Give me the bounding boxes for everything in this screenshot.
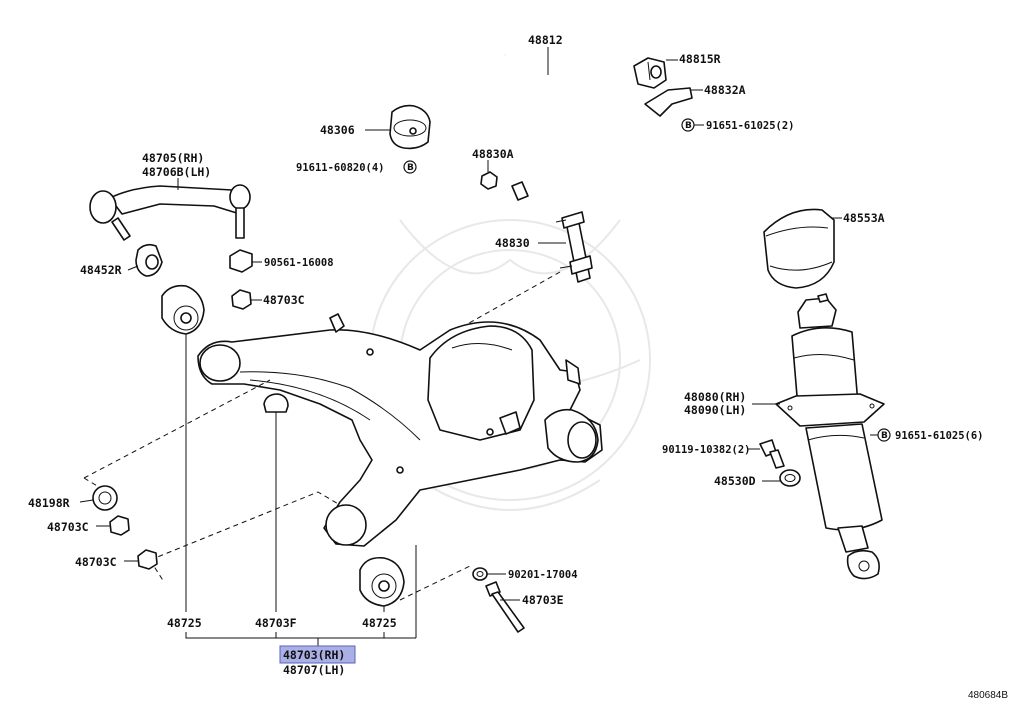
nut-48830a[interactable] [480, 171, 498, 190]
bolt-badge-b-3: B [877, 428, 891, 442]
stabilizer-bracket-48832a[interactable] [644, 87, 693, 117]
callout-48553a: 48553A [843, 211, 885, 225]
bushing-48725-left[interactable] [161, 284, 205, 335]
suspension-member-48703[interactable] [197, 313, 603, 547]
callout-48703c-mid: 48703C [47, 520, 89, 534]
cushion-48530d[interactable] [779, 469, 801, 487]
svg-text:B: B [685, 121, 692, 131]
callout-48830: 48830 [495, 236, 530, 250]
callout-48830a: 48830A [472, 147, 514, 161]
callout-48703c-low: 48703C [75, 555, 117, 569]
bellows-48553a[interactable] [763, 208, 835, 289]
dash-guide-1 [83, 379, 271, 479]
callout-48832a: 48832A [704, 83, 746, 97]
svg-text:B: B [881, 431, 888, 441]
bolt-90119-10382[interactable] [759, 439, 785, 469]
leader-48452r [127, 265, 139, 271]
stabilizer-bushing-48815r[interactable] [633, 57, 667, 89]
bolt-badge-b-2: B [403, 160, 417, 174]
nut-48703c-low[interactable] [137, 549, 158, 570]
bushing-48452r[interactable] [135, 243, 163, 277]
callout-48705-rh: 48705(RH) [142, 151, 204, 165]
callout-48703-rh[interactable]: 48703(RH) [283, 648, 345, 662]
leader-48198r [79, 499, 94, 503]
callout-48707-lh: 48707(LH) [283, 663, 345, 677]
highlight-48703[interactable] [279, 645, 356, 664]
callout-48725-left: 48725 [167, 616, 202, 630]
bushing-48725-right[interactable] [359, 556, 405, 607]
stabilizer-link-48830[interactable] [555, 211, 593, 283]
nut-48703c-mid[interactable] [109, 515, 130, 536]
shock-absorber-48080[interactable] [775, 293, 885, 580]
nut-90561-16008[interactable] [229, 249, 253, 273]
bracket-line [185, 632, 416, 639]
diagram-reference-code: 480684B [968, 690, 1008, 701]
callout-48706b-lh: 48706B(LH) [142, 165, 211, 179]
callout-48703e: 48703E [522, 593, 564, 607]
callout-48090-lh: 48090(LH) [684, 403, 746, 417]
bump-stopper-48306[interactable] [389, 104, 431, 150]
callout-48703c-top: 48703C [263, 293, 305, 307]
callout-91651-61025-6: 91651-61025(6) [895, 430, 984, 442]
callout-48452r: 48452R [80, 263, 122, 277]
callout-48198r: 48198R [28, 496, 70, 510]
callout-91651-61025-2: 91651-61025(2) [706, 120, 795, 132]
bolt-badge-b-1: B [681, 118, 695, 132]
callout-90119-10382-2: 90119-10382(2) [662, 444, 751, 456]
bolt-48703e[interactable] [485, 581, 525, 633]
svg-text:B: B [407, 163, 414, 173]
callout-48725-right: 48725 [362, 616, 397, 630]
dash-48830-to-arm [429, 271, 561, 346]
callout-48080-rh: 48080(RH) [684, 390, 746, 404]
dash-guide-5 [399, 565, 471, 601]
dash-guide-3 [149, 491, 341, 561]
callout-48812: 48812 [528, 33, 563, 47]
upper-control-arm-48705[interactable] [89, 184, 251, 241]
nut-48703c-top[interactable] [231, 289, 252, 310]
callout-48703f: 48703F [255, 616, 297, 630]
callout-48815r: 48815R [679, 52, 721, 66]
callout-90561-16008: 90561-16008 [264, 257, 334, 269]
stabilizer-bar[interactable] [503, 53, 644, 201]
callout-91611-60820-4: 91611-60820(4) [296, 162, 385, 174]
callout-90201-17004: 90201-17004 [508, 569, 578, 581]
callout-48530d: 48530D [714, 474, 756, 488]
callout-48306: 48306 [320, 123, 355, 137]
stopper-48703f[interactable] [263, 393, 289, 413]
washer-48198r[interactable] [92, 485, 118, 511]
washer-90201-17004[interactable] [472, 567, 488, 581]
